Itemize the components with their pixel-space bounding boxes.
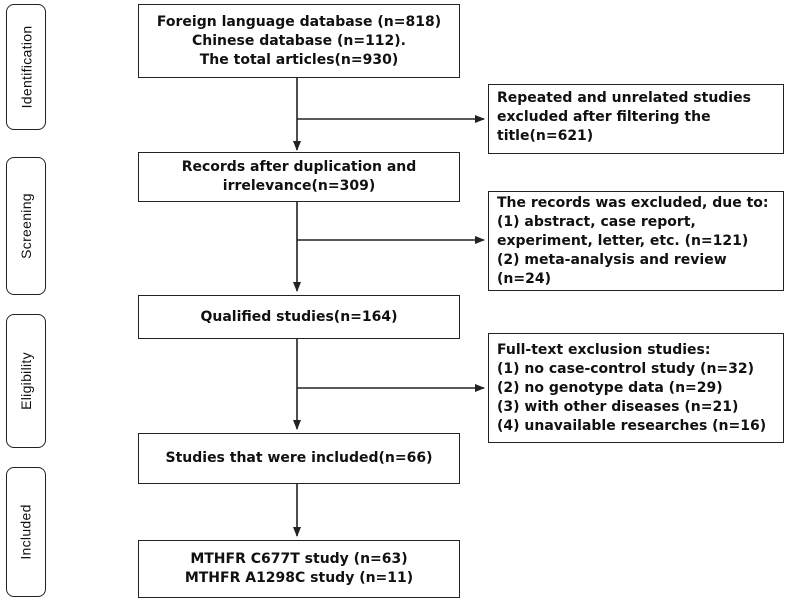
fulltext-excluded-box: Full-text exclusion studies: (1) no case…: [488, 333, 784, 443]
fulltext-excluded-line-1: Full-text exclusion studies:: [497, 342, 711, 358]
stage-included: Included: [6, 467, 46, 597]
qualified-box: Qualified studies(n=164): [138, 295, 460, 339]
final-line-1: MTHFR C677T study (n=63): [190, 551, 408, 567]
excluded-records-line-1: The records was excluded, due to:: [497, 195, 769, 211]
identification-line-1: Foreign language database (n=818): [156, 13, 442, 30]
fulltext-excluded-line-4: (3) with other diseases (n=21): [497, 399, 739, 415]
records-line-1: Records after duplication and: [181, 159, 417, 175]
excluded-title-line-1: Repeated and unrelated studies: [497, 90, 751, 106]
included-studies-box: Studies that were included(n=66): [138, 433, 460, 484]
fulltext-excluded-line-2: (1) no case-control study (n=32): [497, 361, 755, 377]
stage-screening: Screening: [6, 157, 46, 295]
identification-box: Foreign language database (n=818) Chines…: [138, 4, 460, 78]
excluded-records-box: The records was excluded, due to: (1) ab…: [488, 191, 784, 291]
fulltext-excluded-line-3: (2) no genotype data (n=29): [497, 380, 723, 396]
stage-eligibility: Eligibility: [6, 314, 46, 448]
records-box: Records after duplication and irrelevanc…: [138, 152, 460, 202]
excluded-records-line-2: (1) abstract, case report,: [497, 214, 696, 230]
final-box: MTHFR C677T study (n=63) MTHFR A1298C st…: [138, 540, 460, 598]
excluded-records-line-3: experiment, letter, etc. (n=121): [497, 233, 749, 249]
identification-line-3: The total articles(n=930): [199, 51, 399, 68]
included-studies-line-1: Studies that were included(n=66): [165, 450, 433, 466]
identification-line-2: Chinese database (n=112).: [191, 32, 407, 49]
excluded-title-box: Repeated and unrelated studies excluded …: [488, 84, 784, 154]
final-line-2: MTHFR A1298C study (n=11): [184, 570, 414, 586]
excluded-title-line-3: title(n=621): [497, 128, 594, 144]
fulltext-excluded-line-5: (4) unavailable researches (n=16): [497, 418, 767, 434]
excluded-records-line-4: (2) meta-analysis and review: [497, 252, 727, 268]
excluded-records-line-5: (n=24): [497, 271, 551, 287]
records-line-2: irrelevance(n=309): [222, 178, 376, 194]
stage-identification: Identification: [6, 4, 46, 130]
excluded-title-line-2: excluded after filtering the: [497, 109, 711, 125]
qualified-line-1: Qualified studies(n=164): [200, 308, 398, 325]
